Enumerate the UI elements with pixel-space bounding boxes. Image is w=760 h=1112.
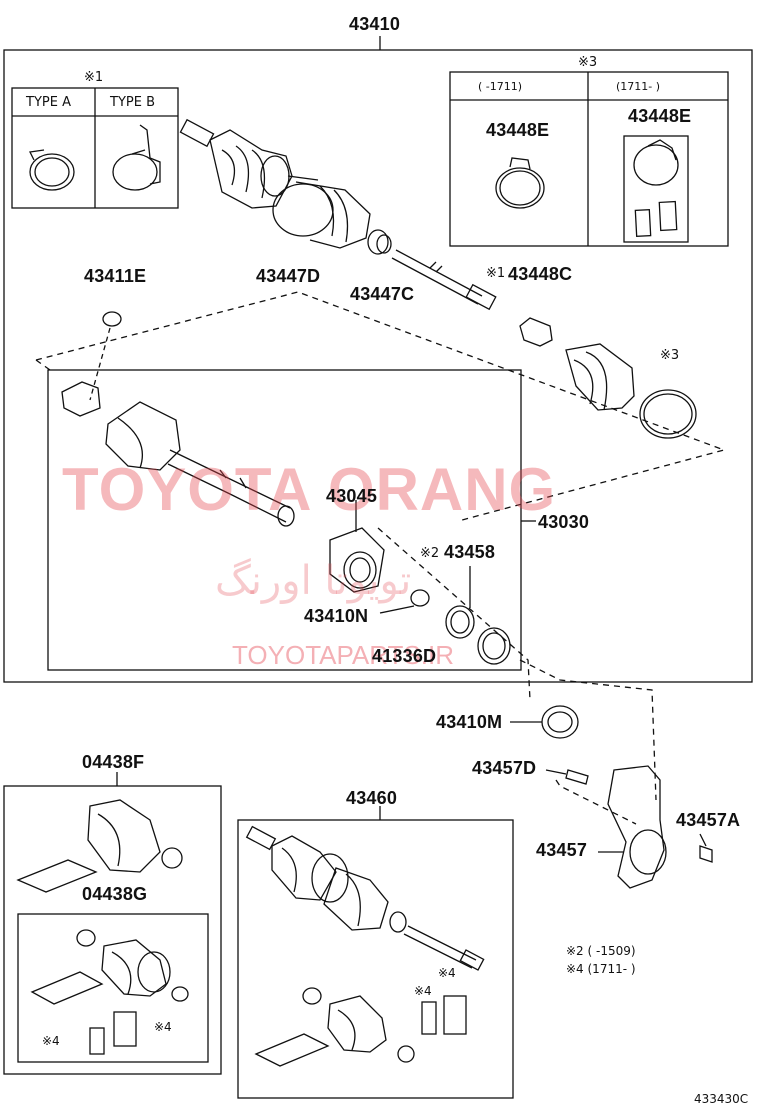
label-43447c: 43447C [350,284,415,304]
leader-43457a [699,833,707,847]
mark-1: ※1 [486,266,506,281]
bracket-43457 [565,765,713,889]
label-43460: 43460 [346,788,398,808]
label-43447d: 43447D [256,266,321,286]
kit-frame-04438g [17,913,209,1063]
label-43458: 43458 [444,542,496,562]
dash-43411e [89,327,111,401]
type-table [11,87,179,209]
label-43448e-a: 43448E [486,120,550,140]
label-43448e-b: 43448E [628,106,692,126]
kit-frame-04438f [3,785,222,1075]
label-04438g: 04438G [82,884,148,904]
bearing-43045 [329,527,385,593]
inner-joint-frame [47,369,522,671]
kit-04438f-parts [16,799,189,1055]
label-43457d: 43457D [472,758,537,778]
mark-4-a: ※4 [42,1034,60,1048]
label-43030: 43030 [538,512,590,532]
mark-4-c: ※4 [414,984,432,998]
footnote-4: ※4 (1711- ) [566,962,636,976]
seal-43458 [445,605,475,639]
mark-3: ※3 [660,348,680,363]
diagram-code: 433430C [694,1092,749,1106]
seal-41336d [477,627,511,665]
date-table [449,71,729,247]
label-43410m: 43410M [436,712,503,732]
snap-ring-43411e [102,311,122,327]
date-table-note: ※3 [578,55,598,70]
label-43411e: 43411E [84,266,147,286]
type-a-header: TYPE A [26,95,71,110]
date-col-1: ( -1711) [478,80,523,93]
label-41336d: 41336D [372,646,437,666]
type-table-note: ※1 [84,70,104,85]
mark-4-b: ※4 [154,1020,172,1034]
label-43410n: 43410N [304,606,369,626]
outboard-boot [519,317,697,439]
label-43457a: 43457A [676,810,741,830]
label-43410: 43410 [349,14,401,34]
label-43045: 43045 [326,486,378,506]
leader-43457d [545,769,567,775]
driveshaft-assembly [179,118,497,311]
inner-cv-joint [61,381,295,527]
label-43457: 43457 [536,840,588,860]
date-col-2: (1711- ) [616,80,661,93]
footnote-2: ※2 ( -1509) [566,944,636,958]
kit-frame-43460 [237,819,514,1099]
label-04438f: 04438F [82,752,145,772]
leader-43410n [379,605,415,614]
snap-ring-43410n [410,589,430,607]
assembly-frame [3,49,753,683]
label-43448c: 43448C [508,264,573,284]
mark-2: ※2 [420,546,440,561]
spare-driveshaft-43460 [245,825,485,1067]
mark-4-d: ※4 [438,966,456,980]
type-b-header: TYPE B [110,95,155,110]
dash-plane [35,291,727,825]
